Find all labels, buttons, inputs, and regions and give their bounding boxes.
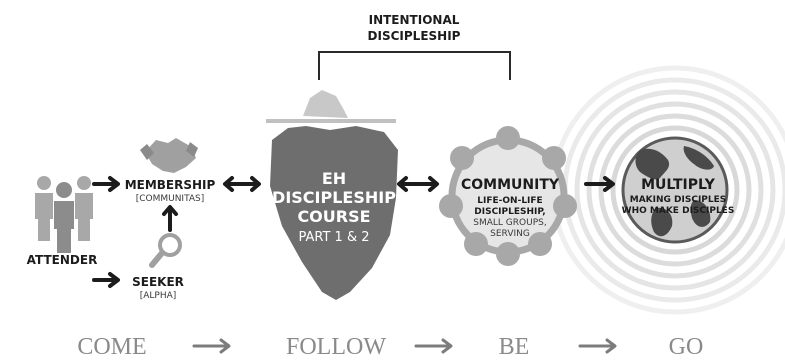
course-line1: EH (322, 169, 346, 188)
people-group-icon (35, 176, 93, 253)
stage-come: COME (77, 334, 146, 360)
stage-arrow-2 (414, 338, 453, 354)
handshake-icon (140, 138, 198, 173)
seeker-label: SEEKER (132, 275, 184, 289)
community-title: COMMUNITY (461, 177, 560, 193)
seeker-sub: [ALPHA] (140, 291, 177, 301)
stage-go: GO (669, 334, 704, 360)
arrow-community-to-multiply (584, 176, 615, 192)
course-line4: PART 1 & 2 (298, 230, 369, 245)
stage-arrow-3 (578, 338, 617, 354)
stage-be: BE (499, 334, 530, 360)
multiply-line1: MAKING DISCIPLES (630, 195, 727, 205)
bracket-label-line1: INTENTIONAL (369, 13, 460, 27)
stage-follow: FOLLOW (286, 334, 386, 360)
double-arrow-membership-course (223, 176, 261, 192)
course-line3: COURSE (297, 207, 370, 226)
multiply-line2: WHO MAKE DISCIPLES (622, 206, 735, 216)
bracket-label-line2: DISCIPLESHIP (368, 29, 461, 43)
course-line2: DISCIPLESHIP (272, 188, 396, 207)
circle-of-people-icon (439, 126, 577, 266)
multiply-title: MULTIPLY (641, 177, 716, 193)
bracket-line (318, 51, 511, 80)
stage-arrow-1 (192, 338, 231, 354)
community-line1: LIFE-ON-LIFE (477, 196, 542, 206)
magnifying-glass-icon (149, 233, 182, 268)
community-line4: SERVING (490, 229, 530, 239)
globe-icon (621, 136, 729, 244)
arrow-to-seeker (92, 272, 120, 288)
arrow-seeker-to-membership (162, 205, 178, 232)
intentional-discipleship-bracket: INTENTIONAL DISCIPLESHIP (318, 13, 511, 80)
arrow-to-membership (92, 176, 120, 192)
iceberg-icon (266, 90, 398, 300)
stage-row: COME FOLLOW BE GO (77, 334, 703, 360)
community-line2: DISCIPLESHIP, (474, 207, 545, 217)
double-arrow-course-community (397, 176, 439, 192)
attender-label: ATTENDER (27, 253, 98, 267)
community-line3: SMALL GROUPS, (473, 218, 546, 228)
membership-label: MEMBERSHIP (125, 178, 216, 192)
membership-sub: [COMMUNITAS] (136, 194, 205, 204)
